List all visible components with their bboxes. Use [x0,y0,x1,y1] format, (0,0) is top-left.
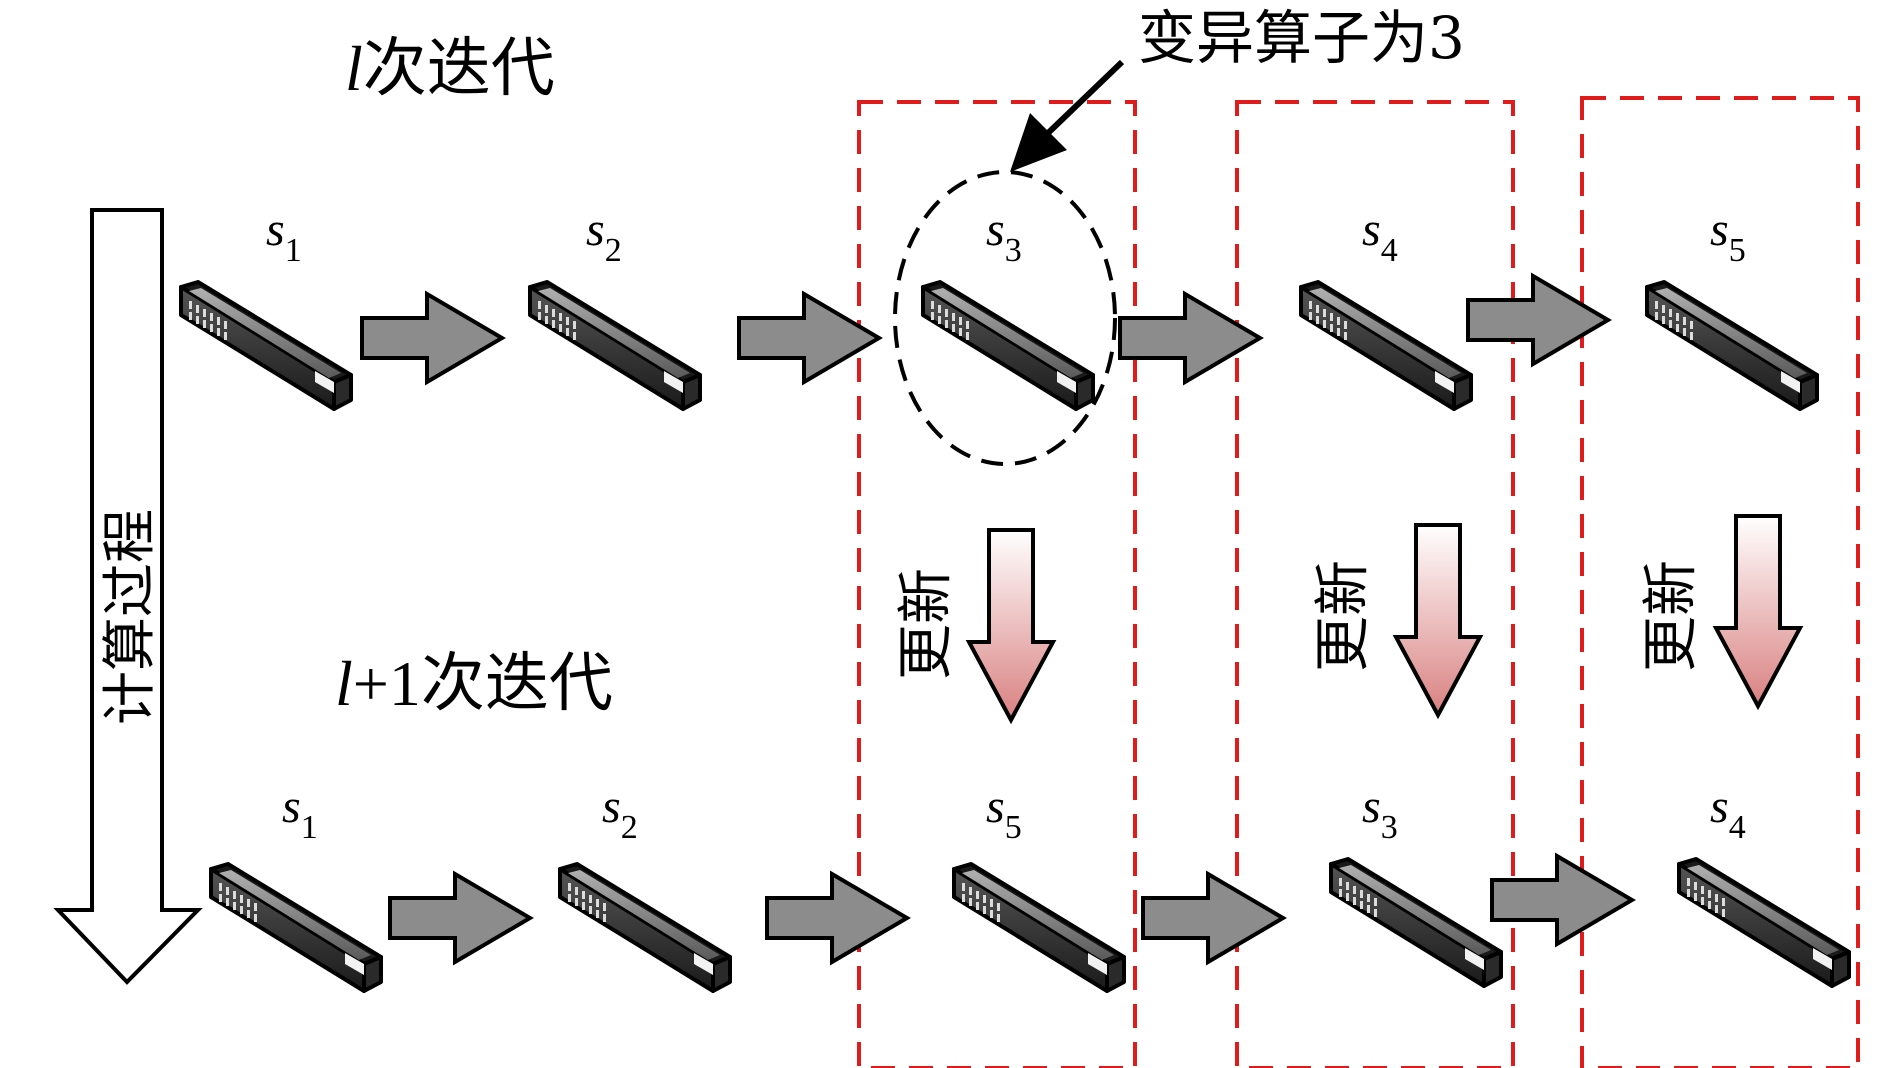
mutation-pointer-head [1010,113,1067,172]
process-label: 计算过程 [98,509,161,725]
switch-icon [921,280,1095,411]
iteration-l-title: l次迭代 [345,32,555,106]
switch-icon [528,280,702,411]
mutation-ellipse [893,170,1117,466]
top-row-labels: s1 s2 s3 s4 s5 [266,203,1746,269]
update-group: 更新 更新 更新 [894,514,1802,722]
node-label: s1 [282,780,318,846]
flow-arrow [1466,274,1610,366]
process-arrow [53,208,203,985]
update-arrow [1394,523,1482,717]
dashed-box-group [857,96,1860,1068]
switch-icon [1677,857,1851,988]
switch-icon [179,280,353,411]
dashed-box-1 [857,100,1137,1068]
update-label: 更新 [894,568,959,680]
switch-icon [1645,280,1819,411]
switch-icon [1329,857,1503,988]
node-label: s3 [1362,780,1398,846]
flow-arrow [1141,872,1285,964]
mutation-pointer-line [1043,59,1125,138]
switch-icon [1299,280,1473,411]
node-label: s1 [266,203,302,269]
switch-icon [209,862,383,993]
mutation-label: 变异算子为3 [1138,4,1465,72]
update-arrow [967,528,1055,722]
node-label: s3 [986,203,1022,269]
switch-icon [952,862,1126,993]
dashed-box-3 [1580,96,1860,1068]
flow-arrow [765,872,909,964]
bottom-row-labels: s1 s2 s5 s3 s4 [282,780,1746,846]
iteration-l1-title: l+1次迭代 [335,647,613,721]
flow-arrow [388,872,532,964]
switch-icon [558,862,732,993]
update-arrow [1714,514,1802,708]
node-label: s5 [986,780,1022,846]
node-label: s2 [586,203,622,269]
node-label: s2 [602,780,638,846]
update-label: 更新 [1639,560,1704,672]
dashed-box-2 [1235,100,1515,1068]
update-label: 更新 [1311,560,1376,672]
node-label: s4 [1362,203,1398,269]
node-label: s5 [1710,203,1746,269]
node-label: s4 [1710,780,1746,846]
flow-arrow [360,292,504,384]
